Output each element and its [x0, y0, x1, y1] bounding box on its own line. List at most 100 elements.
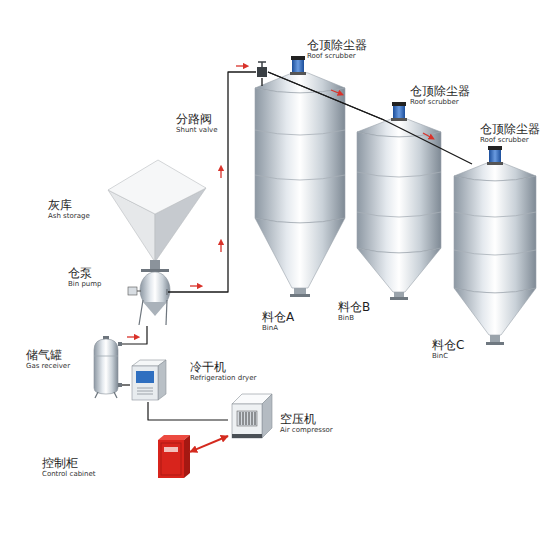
receiver-leg	[95, 392, 98, 398]
control-cabinet: 控制柜Control cabinet	[156, 434, 190, 480]
compressor-front	[232, 404, 262, 438]
english-label: BinB	[338, 314, 370, 323]
silo: 料仓BBinB	[357, 120, 441, 302]
silo-roof	[454, 162, 536, 182]
dryer-front	[132, 366, 158, 400]
chinese-label: 空压机	[280, 412, 333, 426]
dryer-side	[158, 360, 166, 400]
scrubber-base	[290, 72, 306, 75]
conveying-pipe	[261, 78, 262, 86]
scrubber-body	[489, 150, 501, 162]
chinese-label: 灰库	[48, 198, 90, 212]
flow-arrow	[331, 90, 341, 94]
equipment-label: 仓泵Bin pump	[68, 266, 102, 289]
control-cabinet	[158, 435, 190, 478]
air-compressor: 空压机Air compressor	[228, 392, 274, 440]
silo-cone	[255, 218, 345, 288]
compressor-side	[262, 394, 272, 438]
gas-receiver: 储气罐Gas receiver	[90, 336, 122, 398]
chinese-label: 料仓A	[262, 310, 294, 324]
silo-seam	[357, 172, 441, 217]
english-label: Ash storage	[48, 212, 90, 221]
receiver-tank	[94, 339, 118, 394]
equipment-label: 空压机Air compressor	[280, 412, 333, 435]
roof-scrubber-b	[391, 102, 407, 121]
silo-roof	[255, 72, 345, 94]
chinese-label: 仓顶除尘器	[480, 122, 540, 136]
scrubber-cap	[488, 146, 502, 150]
equipment-label: 料仓ABinA	[262, 310, 294, 333]
receiver-stub	[118, 383, 122, 387]
equipment-label: 灰库Ash storage	[48, 198, 90, 221]
ash-storage: 灰库Ash storage	[108, 158, 206, 262]
cabinet-side	[184, 435, 190, 478]
english-label: BinA	[262, 324, 294, 333]
cabinet-door	[161, 443, 181, 475]
scrubber-base	[391, 118, 407, 121]
equipment-label: 仓顶除尘器Roof scrubber	[480, 122, 540, 145]
compressor-grill	[237, 411, 257, 426]
pump-pipe	[137, 291, 141, 292]
conveying-pipe	[168, 72, 256, 292]
english-label: Bin pump	[68, 280, 102, 289]
chinese-label: 料仓B	[338, 300, 370, 314]
shunt-valve	[257, 62, 267, 77]
silo-a	[255, 72, 345, 298]
english-label: Roof scrubber	[307, 52, 367, 61]
silo: 料仓ABinA	[255, 86, 345, 296]
pump-leg	[166, 300, 167, 325]
english-label: Refrigeration dryer	[190, 374, 256, 383]
english-label: Roof scrubber	[480, 136, 540, 145]
compressor-grill-bars	[240, 412, 255, 425]
flow-arrow	[127, 336, 137, 337]
equipment-label: 分路阀Shunt valve	[176, 112, 218, 135]
receiver-stub	[118, 342, 122, 346]
equipment-label: 料仓BBinB	[338, 300, 370, 323]
equipment-label: 仓顶除尘器Roof scrubber	[307, 38, 367, 61]
valve-handle	[258, 61, 266, 63]
conveying-pipe	[268, 72, 472, 164]
silo-c	[454, 162, 536, 346]
flow-arrow	[190, 285, 200, 286]
equipment-label: 控制柜Control cabinet	[42, 456, 96, 479]
pump-neck	[150, 260, 160, 270]
silo-flange	[486, 342, 504, 345]
chinese-label: 仓顶除尘器	[410, 84, 470, 98]
english-label: Gas receiver	[26, 362, 70, 371]
receiver-leg	[114, 392, 117, 398]
pump-outlet	[166, 289, 168, 295]
silo-seam	[454, 212, 536, 255]
scrubber-cap	[392, 102, 406, 106]
roof-scrubber: 仓顶除尘器Roof scrubber	[392, 102, 406, 122]
bin-pump: 仓泵Bin pump	[126, 266, 168, 326]
chinese-label: 仓泵	[68, 266, 102, 280]
pump-gauge	[128, 287, 137, 295]
english-label: Air compressor	[280, 426, 333, 435]
silo-cone	[357, 248, 441, 292]
air-pipe	[122, 326, 147, 344]
english-label: BinC	[432, 352, 464, 361]
english-label: Control cabinet	[42, 470, 96, 479]
silo-body	[454, 176, 536, 293]
gas-receiver	[94, 336, 122, 398]
silo: 料仓CBinC	[454, 164, 536, 347]
ash-hopper	[108, 160, 206, 262]
dryer-vents	[137, 388, 153, 394]
air-compressor	[232, 394, 272, 438]
silo-outlet	[294, 288, 306, 294]
receiver-band	[94, 356, 118, 357]
bin-pump	[128, 260, 170, 325]
equipment-label: 冷干机Refrigeration dryer	[190, 360, 256, 383]
english-label: Roof scrubber	[410, 98, 470, 107]
shunt-valve: 分路阀Shunt valve	[256, 66, 268, 78]
equipment-label: 仓顶除尘器Roof scrubber	[410, 84, 470, 107]
pump-flange	[141, 269, 169, 272]
flow-arrow	[423, 133, 432, 138]
air-pipe	[122, 384, 130, 385]
chinese-label: 仓顶除尘器	[307, 38, 367, 52]
chinese-label: 冷干机	[190, 360, 256, 374]
silo-b	[357, 118, 441, 301]
valve-body	[257, 67, 267, 77]
